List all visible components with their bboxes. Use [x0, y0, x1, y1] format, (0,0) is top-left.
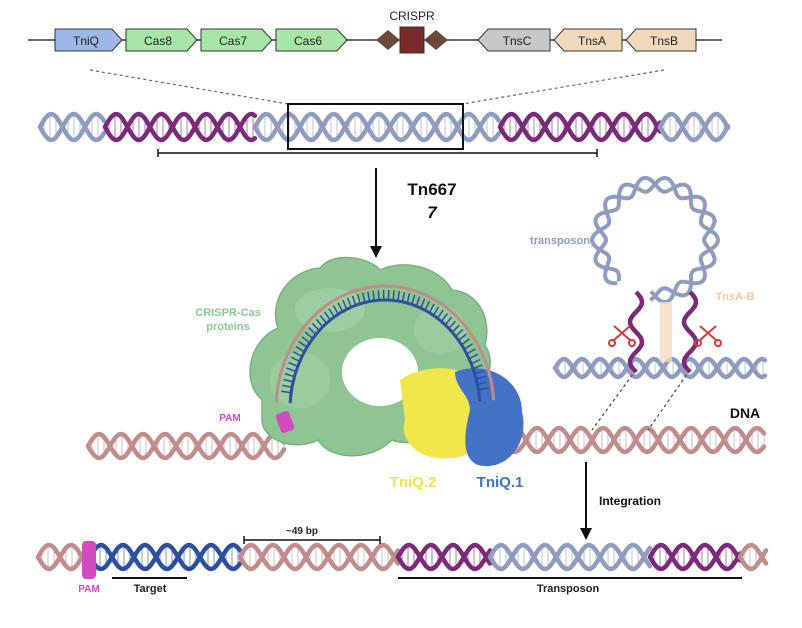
down-arrow-top [370, 168, 382, 258]
gene-tniq: TniQ [54, 28, 123, 52]
transposon-loop-label: transposon [530, 235, 590, 247]
dna-bot-seg3 [237, 542, 401, 572]
distance-bracket [243, 536, 381, 544]
loop-strand [589, 175, 717, 302]
tn-name-line1: Tn667 [407, 180, 456, 199]
gene-tnsa: TnsA [553, 28, 623, 52]
cas-highlight-2 [270, 352, 330, 408]
dna-label: DNA [730, 405, 760, 421]
cas-proteins-label-line2: proteins [206, 321, 249, 333]
loop-stem-left [627, 290, 645, 374]
gene-label-cas8: Cas8 [144, 34, 172, 48]
crispr-label: CRISPR [389, 9, 435, 23]
target-strand-arc [274, 284, 496, 403]
dna-bot-seg2 [87, 542, 243, 572]
dna-bot-seg6 [647, 542, 743, 572]
distance-label: ~49 bp [286, 526, 318, 537]
dna-loop-base [552, 356, 768, 380]
tn-name-line2: 7 [427, 203, 438, 222]
target-label: Target [134, 583, 167, 595]
gene-label-tnsa: TnsA [578, 34, 606, 48]
gene-cas7: Cas7 [200, 28, 273, 52]
dna-bot-seg5 [487, 542, 653, 572]
transposon-loop [589, 175, 721, 374]
gene-label-tniq: TniQ [73, 34, 99, 48]
tniq1-blob [455, 368, 524, 467]
cas-proteins-label-line1: CRISPR-Cas [195, 307, 260, 319]
integration-label: Integration [599, 494, 661, 508]
gene-label-tnsb: TnsB [650, 34, 678, 48]
loop-strand [593, 176, 721, 305]
scissors-left-icon [608, 325, 636, 347]
zoom-line-left [89, 69, 289, 105]
cas-complex-hole [342, 338, 418, 406]
dna-top-seg3 [252, 111, 502, 143]
dna-top-seg5 [657, 111, 731, 143]
dna-bot-seg4 [395, 542, 493, 572]
pam-block-complex [275, 411, 295, 433]
loop-stem-right [681, 290, 699, 374]
tniq1-label: TniQ.1 [477, 474, 524, 491]
gene-label-cas7: Cas7 [219, 34, 247, 48]
tnsab-bar [660, 302, 672, 362]
dna-mid-seg1 [85, 431, 287, 461]
transposon-bottom-label: Transposon [537, 583, 600, 595]
zoom-line-right [461, 69, 665, 105]
pam-complex-label: PAM [219, 413, 240, 424]
connect-line-left [591, 369, 637, 431]
tniq2-label: TniQ.2 [390, 474, 437, 491]
connect-line-right [647, 369, 691, 431]
dna-bot-seg7 [737, 542, 769, 572]
crispr-array: CRISPR [376, 9, 448, 54]
integration-arrow [580, 462, 592, 540]
gene-tnsc: TnsC [477, 28, 551, 52]
gene-tnsb: TnsB [625, 28, 697, 52]
gene-cas8: Cas8 [125, 28, 198, 52]
operon-region-box [287, 103, 464, 150]
dna-top-seg4 [497, 111, 663, 143]
pam-bottom-label: PAM [78, 584, 99, 595]
gene-cas6: Cas6 [275, 28, 348, 52]
cas-highlight-3 [414, 306, 466, 354]
gene-label-cas6: Cas6 [294, 34, 322, 48]
top-span-bracket [157, 149, 598, 157]
scissors-right-icon [694, 325, 722, 347]
dna-top-seg1 [37, 111, 107, 143]
crrna-arc [274, 284, 496, 404]
dna-top-seg2 [102, 111, 258, 143]
gene-label-tnsc: TnsC [503, 34, 532, 48]
tnsab-label: TnsA-B [715, 291, 754, 303]
pam-block-bottom [82, 541, 96, 579]
